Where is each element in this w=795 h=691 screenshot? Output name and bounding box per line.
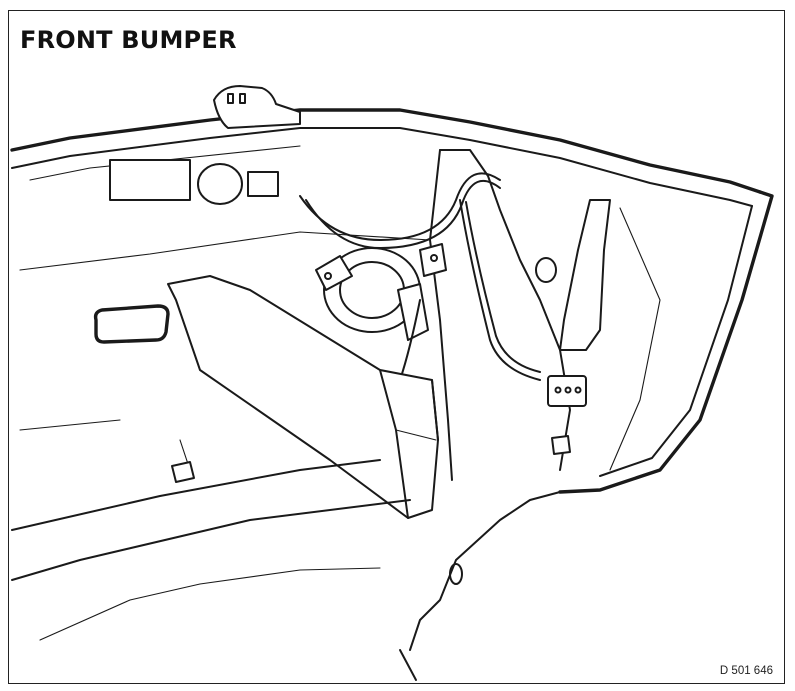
lower-panel	[11, 439, 561, 681]
bumper-top-rim	[10, 108, 762, 207]
figure-title: FRONT BUMPER	[20, 26, 237, 54]
figure-reference-code: D 501 646	[719, 665, 773, 677]
harness-connector	[547, 375, 587, 407]
bumper-right-corner	[558, 190, 774, 494]
grommet	[535, 257, 557, 283]
figure-frame	[8, 10, 785, 684]
top-mounting-bracket	[213, 85, 301, 129]
fog-lamp-unit	[315, 243, 447, 341]
brake-cooling-duct	[167, 275, 439, 519]
vertical-support-bracket	[559, 199, 611, 351]
upper-components	[109, 159, 279, 205]
retaining-clip	[171, 435, 571, 483]
bumper-slot-opening	[93, 304, 170, 344]
